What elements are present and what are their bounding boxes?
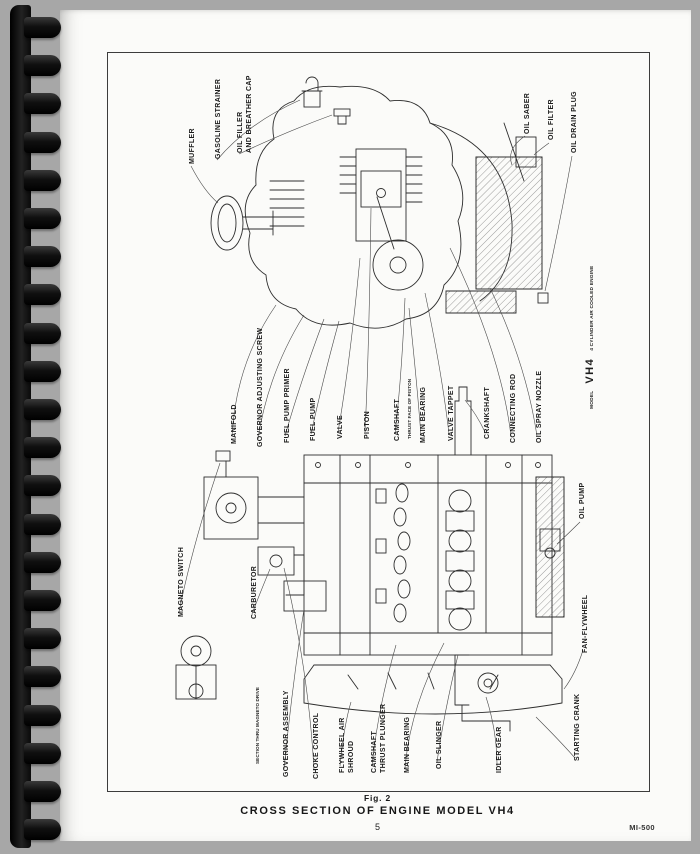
model-badge: MODEL VH4 4 CYLINDER AIR COOLED ENGINE — [584, 266, 596, 409]
bottom-engine-cross-section — [175, 386, 565, 732]
part-label-oil-filter: OIL FILTER — [548, 99, 555, 140]
manual-code: MI-500 — [629, 823, 655, 832]
part-label-piston: PISTON — [364, 410, 371, 439]
top-engine-cross-section — [210, 76, 549, 329]
part-label-gasoline-strainer: GASOLINE STRAINER — [215, 78, 222, 159]
binding-tooth — [24, 322, 61, 344]
part-label-fuel-pump: FUEL PUMP — [310, 397, 317, 441]
binding-tooth — [24, 131, 61, 153]
figure-frame: MUFFLER GASOLINE STRAINER OIL FILLER AND B… — [107, 52, 650, 792]
part-label-thrust-face-of-piston: THRUST FACE OF PISTON — [407, 378, 412, 439]
binding-tooth — [24, 208, 61, 229]
part-label-governor-assembly: GOVERNOR ASSEMBLY — [283, 690, 290, 777]
binding-tooth — [24, 246, 61, 268]
binding-tooth — [24, 551, 61, 573]
part-label-oil-filler-breather-cap: OIL FILLER AND BREATHER CAP — [237, 75, 253, 153]
binding-tooth — [24, 93, 61, 115]
binding-tooth — [24, 666, 61, 688]
binding-tooth — [24, 628, 61, 650]
binding-tooth — [24, 742, 61, 764]
part-label-oil-drain-plug: OIL DRAIN PLUG — [571, 91, 578, 153]
part-label-magneto-switch: MAGNETO SWITCH — [178, 546, 185, 617]
binding-tooth — [24, 399, 61, 420]
binding-tooth — [24, 169, 61, 191]
engine-diagram-artwork — [175, 76, 584, 772]
binding-tooth — [24, 437, 61, 459]
figure-caption-block: Fig. 2 CROSS SECTION OF ENGINE MODEL VH4 — [107, 793, 648, 817]
part-label-flywheel-air-shroud: FLYWHEEL AIR SHROUD — [339, 717, 355, 773]
binding-tooth — [24, 360, 61, 382]
part-label-oil-spray-nozzle: OIL SPRAY NOZZLE — [536, 370, 543, 443]
part-label-choke-control: CHOKE CONTROL — [313, 712, 320, 779]
binding-tooth — [24, 704, 61, 726]
inset-note: SECTION THRU MAGNETO DRIVE — [255, 686, 260, 764]
binding-tooth — [24, 819, 61, 841]
part-label-oil-pump: OIL PUMP — [579, 482, 586, 519]
part-label-crankshaft: CRANKSHAFT — [484, 386, 491, 439]
part-label-main-bearing-bottom: MAIN BEARING — [404, 716, 411, 773]
binding-tooth — [24, 513, 61, 535]
paper-page: MUFFLER GASOLINE STRAINER OIL FILLER AND B… — [60, 10, 691, 841]
binding-tooth — [24, 781, 61, 802]
part-label-manifold: MANIFOLD — [231, 404, 238, 444]
comb-binding — [0, 0, 70, 854]
leader-lines — [178, 99, 584, 772]
binding-tooth — [24, 475, 61, 497]
part-label-idler-gear: IDLER GEAR — [496, 726, 503, 773]
binding-tooth — [24, 17, 61, 38]
binding-tooth — [24, 284, 61, 306]
part-label-oil-saber: OIL SABER — [524, 92, 531, 134]
part-label-main-bearing-top: MAIN BEARING — [420, 386, 427, 443]
part-label-carburetor: CARBURETOR — [251, 565, 258, 619]
model-badge-prefix: MODEL — [590, 390, 595, 409]
part-label-oil-slinger: OIL SLINGER — [436, 720, 443, 769]
part-label-valve-tappet: VALVE TAPPET — [448, 385, 455, 441]
part-label-camshaft-thrust-plunger: CAMSHAFT THRUST PLUNGER — [371, 703, 387, 773]
part-label-connecting-rod: CONNECTING ROD — [510, 373, 517, 443]
part-label-valve: VALVE — [337, 414, 344, 439]
figure-number: Fig. 2 — [364, 793, 391, 803]
part-label-starting-crank: STARTING CRANK — [574, 693, 581, 761]
part-label-muffler: MUFFLER — [189, 128, 196, 164]
figure-caption: CROSS SECTION OF ENGINE MODEL VH4 — [240, 805, 515, 817]
part-label-fan-flywheel: FAN-FLYWHEEL — [582, 594, 589, 653]
binding-tooth — [24, 590, 61, 611]
model-badge-suffix: 4 CYLINDER AIR COOLED ENGINE — [590, 265, 595, 351]
part-label-governor-adjusting-screw: GOVERNOR ADJUSTING SCREW — [257, 327, 264, 447]
page-number: 5 — [374, 822, 380, 832]
part-label-camshaft: CAMSHAFT — [394, 398, 401, 441]
model-badge-model: VH4 — [584, 357, 596, 384]
part-label-fuel-pump-primer: FUEL PUMP PRIMER — [284, 368, 291, 443]
binding-tooth — [24, 55, 61, 77]
